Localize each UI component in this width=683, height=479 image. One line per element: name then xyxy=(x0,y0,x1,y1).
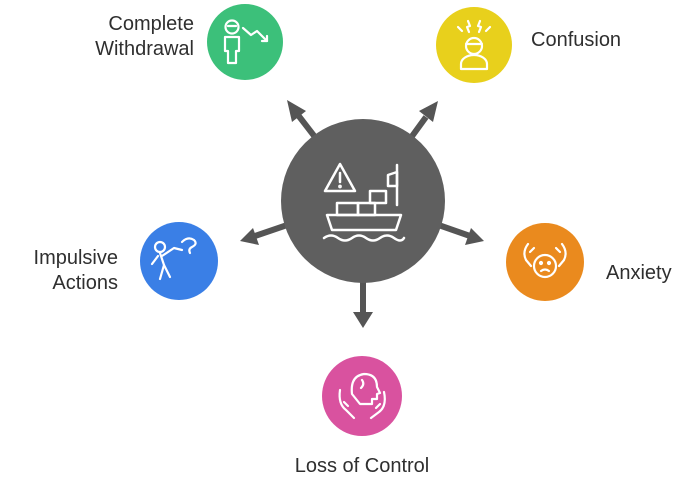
node-impulsive xyxy=(140,222,218,300)
loss-circle xyxy=(322,356,402,436)
label-loss-line-1: Loss of Control xyxy=(294,455,430,477)
cargo-ship-warning-icon xyxy=(322,162,406,242)
label-impulsive-line-1: Impulsive xyxy=(33,247,118,269)
person-reaching-icon xyxy=(150,237,197,281)
anxiety-circle xyxy=(506,223,584,301)
label-withdrawal-line-1: Complete xyxy=(108,13,194,35)
confused-person-icon xyxy=(456,19,492,71)
withdrawal-circle xyxy=(207,4,283,80)
head-hands-icon xyxy=(338,372,386,420)
label-confusion: Confusion xyxy=(531,28,621,53)
center-circle xyxy=(281,119,445,283)
label-impulsive: Impulsive Actions xyxy=(14,246,118,296)
label-confusion-line-1: Confusion xyxy=(531,29,622,51)
person-downtrend-icon xyxy=(223,19,269,65)
label-impulsive-line-2: Actions xyxy=(52,272,118,294)
label-loss: Loss of Control xyxy=(277,454,447,479)
label-withdrawal-line-2: Withdrawal xyxy=(95,38,194,60)
center-node xyxy=(281,119,445,283)
node-anxiety xyxy=(506,223,584,301)
node-withdrawal xyxy=(207,4,283,80)
label-withdrawal: Complete Withdrawal xyxy=(70,12,194,62)
label-anxiety-line-1: Anxiety xyxy=(606,262,672,284)
anxious-face-hands-icon xyxy=(523,242,567,279)
impulsive-circle xyxy=(140,222,218,300)
label-anxiety: Anxiety xyxy=(606,261,672,286)
node-loss xyxy=(322,356,402,436)
node-confusion xyxy=(436,7,512,83)
